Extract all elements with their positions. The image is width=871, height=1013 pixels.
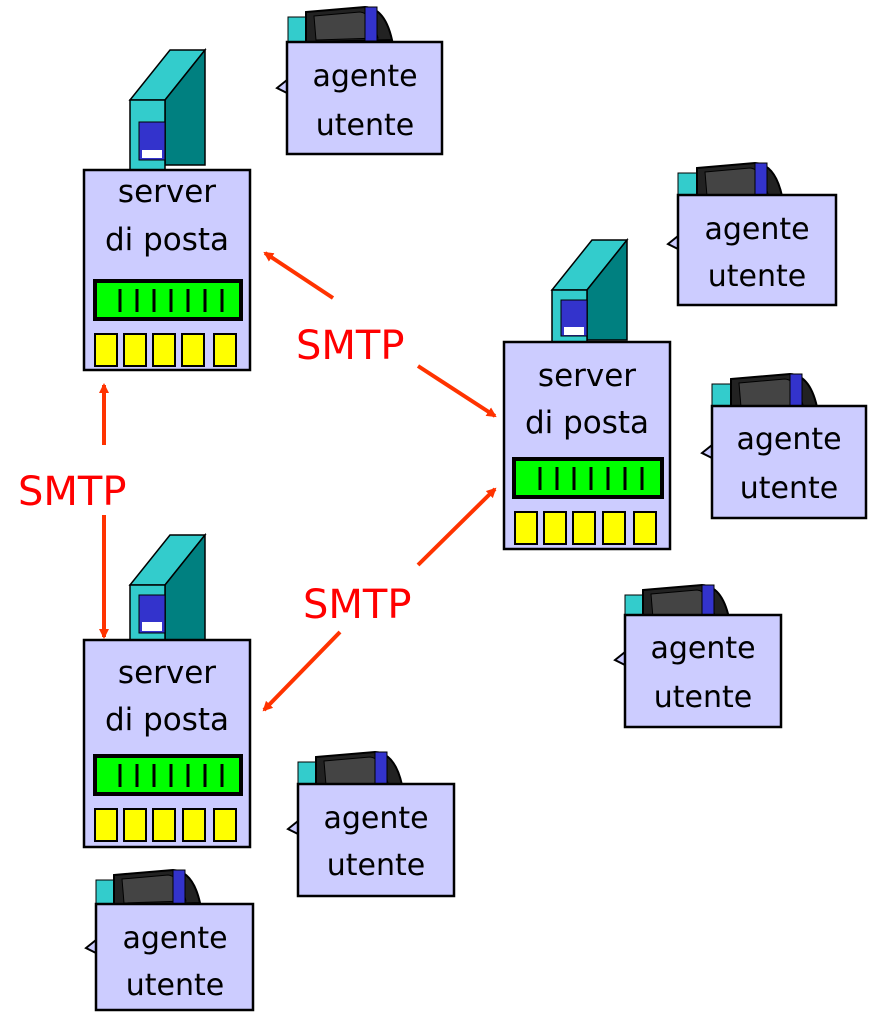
user-agent-monitor-icon xyxy=(95,868,202,909)
mailbox-slots xyxy=(94,808,237,842)
user-agent-label-line1: agente xyxy=(323,801,428,836)
server-label-line2: di posta xyxy=(105,222,229,258)
user-agent-label-line1: agente xyxy=(704,212,809,247)
arrow-to-right-server-lower xyxy=(416,487,497,567)
user-agent-box xyxy=(710,404,868,520)
user-agent-label-line1: agente xyxy=(312,59,417,94)
server-label-line2: di posta xyxy=(105,702,229,738)
server-tower-icon xyxy=(550,237,629,344)
queue-bar xyxy=(93,279,243,321)
server-tower-icon xyxy=(128,532,207,641)
user-agent-label-line2: utente xyxy=(654,680,752,715)
mail-server-right: server di posta xyxy=(502,237,672,551)
arrow-to-bottom-left-server xyxy=(262,630,342,712)
user-agent-label-line2: utente xyxy=(316,108,414,143)
user-agent-label-line1: agente xyxy=(736,422,841,457)
server-label-line1: server xyxy=(118,174,216,210)
user-agent-6: agente utente xyxy=(84,868,255,1012)
user-agent-label-line2: utente xyxy=(126,968,224,1003)
user-agent-4: agente utente xyxy=(613,583,783,729)
mailbox-slots xyxy=(94,333,237,367)
user-agent-monitor-icon xyxy=(711,372,819,413)
server-label-line2: di posta xyxy=(525,405,649,441)
user-agent-box xyxy=(676,193,838,307)
server-label-line1: server xyxy=(118,655,216,691)
mailbox-slots xyxy=(514,511,657,545)
user-agent-label-line1: agente xyxy=(122,921,227,956)
user-agent-2: agente utente xyxy=(666,161,838,307)
mail-server-top-left: server di posta xyxy=(82,47,252,372)
user-agent-1: agente utente xyxy=(275,5,444,156)
user-agent-monitor-icon xyxy=(287,5,394,46)
user-agent-label-line2: utente xyxy=(708,259,806,294)
user-agent-label-line2: utente xyxy=(327,848,425,883)
user-agent-label-line1: agente xyxy=(650,631,755,666)
smtp-label-left: SMTP xyxy=(18,469,126,515)
arrow-to-right-server xyxy=(416,364,497,418)
smtp-label-top: SMTP xyxy=(296,323,404,369)
user-agent-box xyxy=(296,782,456,898)
smtp-arrows xyxy=(99,251,497,712)
user-agent-5: agente utente xyxy=(286,750,456,898)
user-agent-box xyxy=(94,902,255,1012)
user-agent-box xyxy=(623,613,783,729)
user-agent-box xyxy=(285,40,444,156)
arrow-to-top-left-server xyxy=(263,251,335,300)
smtp-label-bottom: SMTP xyxy=(303,582,411,628)
user-agent-3: agente utente xyxy=(700,372,868,520)
user-agent-label-line2: utente xyxy=(740,471,838,506)
server-tower-icon xyxy=(128,47,207,171)
server-label-line1: server xyxy=(538,358,636,394)
queue-bar xyxy=(512,457,664,499)
mail-server-bottom-left: server di posta xyxy=(82,532,252,849)
queue-bar xyxy=(93,754,243,796)
